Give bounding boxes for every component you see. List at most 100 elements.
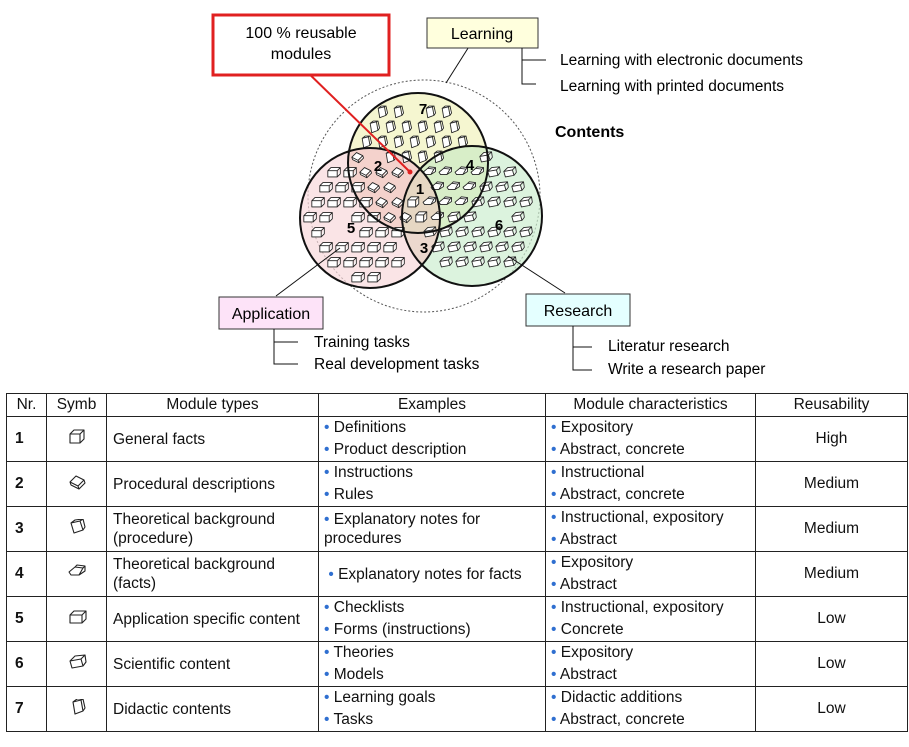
module-cube xyxy=(359,167,372,179)
row-symbol xyxy=(46,461,107,507)
application-item: Real development tasks xyxy=(314,356,480,373)
example-item: Rules xyxy=(333,486,374,503)
module-cube xyxy=(327,257,341,268)
characteristic-item: Concrete xyxy=(560,621,624,638)
module-cube xyxy=(391,167,404,179)
region-number: 2 xyxy=(374,158,382,175)
reusable-callout: 100 % reusable modules xyxy=(211,13,413,175)
module-cube xyxy=(422,166,436,176)
module-cube xyxy=(343,167,357,178)
characteristic-item: Instructional xyxy=(560,464,645,481)
learning-label: Learning xyxy=(451,26,513,43)
cube-diamond-icon xyxy=(68,474,86,490)
reusability-value: Medium xyxy=(755,461,908,507)
row-number: 6 xyxy=(6,641,47,687)
characteristic-item: Didactic additions xyxy=(560,689,683,706)
module-cube xyxy=(439,256,453,268)
module-cube xyxy=(343,257,357,268)
module-cube xyxy=(383,242,397,253)
table-row: 5 Application specific content • Checkli… xyxy=(6,596,908,642)
module-cube xyxy=(463,241,477,253)
learning-group: Learning Learning with electronic docume… xyxy=(426,17,803,95)
module-type: Application specific content xyxy=(106,596,319,642)
characteristics-cell: • Expository • Abstract xyxy=(545,641,756,687)
module-cube xyxy=(361,135,372,149)
module-cube xyxy=(438,196,452,206)
table-row: 6 Scientific content • Theories • Models… xyxy=(6,641,908,687)
module-cube xyxy=(391,257,405,268)
characteristic-item: Expository xyxy=(560,419,634,436)
characteristic-item: Abstract, concrete xyxy=(559,711,685,728)
module-cube xyxy=(503,226,517,238)
example-item: Theories xyxy=(333,644,394,661)
application-item: Training tasks xyxy=(314,334,410,351)
research-group: Research Literatur research Write a rese… xyxy=(525,293,765,378)
examples-cell: • Learning goals • Tasks xyxy=(318,686,546,732)
module-cube xyxy=(369,120,380,134)
module-cube xyxy=(67,563,86,576)
circle-outlines xyxy=(299,92,543,289)
reusability-value: High xyxy=(755,416,908,462)
module-cube xyxy=(519,196,533,208)
example-item: Models xyxy=(333,666,384,683)
table-row: 4 Theoretical background (facts) • Expla… xyxy=(6,551,908,597)
module-cube xyxy=(407,196,420,208)
characteristic-item: Abstract xyxy=(559,666,617,683)
module-cube xyxy=(446,181,460,191)
learning-item: Learning with printed documents xyxy=(560,78,784,95)
module-cube xyxy=(311,197,325,208)
module-cube xyxy=(503,196,517,208)
module-cube xyxy=(375,257,389,268)
module-cube xyxy=(377,105,388,119)
module-cube xyxy=(375,167,388,179)
row-symbol xyxy=(46,416,107,462)
module-cube xyxy=(375,197,388,209)
module-cube xyxy=(385,120,396,134)
table-row: 1 General facts • Definitions • Product … xyxy=(6,416,908,462)
example-item: Definitions xyxy=(333,419,407,436)
characteristics-cell: • Didactic additions • Abstract, concret… xyxy=(545,686,756,732)
examples-cell: • Theories • Models xyxy=(318,641,546,687)
region-number: 4 xyxy=(466,157,475,174)
region-number: 3 xyxy=(420,240,428,257)
characteristics-cell: • Expository • Abstract xyxy=(545,551,756,597)
module-table: Nr. Symb Module types Examples Module ch… xyxy=(6,393,908,732)
reusability-value: Low xyxy=(755,641,908,687)
module-type: Theoretical background (facts) xyxy=(106,551,319,597)
module-cube xyxy=(303,212,317,223)
region-number: 5 xyxy=(347,220,355,237)
module-cube xyxy=(495,241,509,253)
table-row: 2 Procedural descriptions • Instructions… xyxy=(6,461,908,507)
callout-pointer xyxy=(299,64,411,173)
cube-upright-icon xyxy=(71,697,86,715)
module-cube xyxy=(449,120,460,134)
module-type: Scientific content xyxy=(106,641,319,687)
module-cube xyxy=(68,653,87,669)
module-cube xyxy=(359,257,373,268)
example-item: Explanatory notes for procedures xyxy=(324,511,481,547)
cube-side-icon xyxy=(67,563,86,576)
module-cube xyxy=(351,182,365,193)
module-cube xyxy=(487,196,501,208)
region-number: 1 xyxy=(416,181,424,198)
research-item: Write a research paper xyxy=(608,361,765,378)
characteristic-item: Abstract xyxy=(559,531,617,548)
module-cube xyxy=(401,120,412,134)
module-cube xyxy=(319,242,333,253)
region-numbers: 1 2 3 4 5 6 7 xyxy=(347,101,503,257)
module-type: General facts xyxy=(106,416,319,462)
module-cube xyxy=(441,135,452,149)
module-cube xyxy=(383,212,396,224)
column-header: Symb xyxy=(46,393,107,417)
module-cube xyxy=(68,474,86,490)
research-box xyxy=(525,293,631,327)
reusability-value: Medium xyxy=(755,506,908,552)
row-number: 4 xyxy=(6,551,47,597)
module-cube xyxy=(383,182,396,194)
row-symbol xyxy=(46,641,107,687)
cube-tilt-icon xyxy=(69,517,86,534)
module-cube xyxy=(367,242,381,253)
module-cube xyxy=(454,166,468,176)
module-cube xyxy=(393,135,404,149)
examples-cell: • Checklists • Forms (instructions) xyxy=(318,596,546,642)
